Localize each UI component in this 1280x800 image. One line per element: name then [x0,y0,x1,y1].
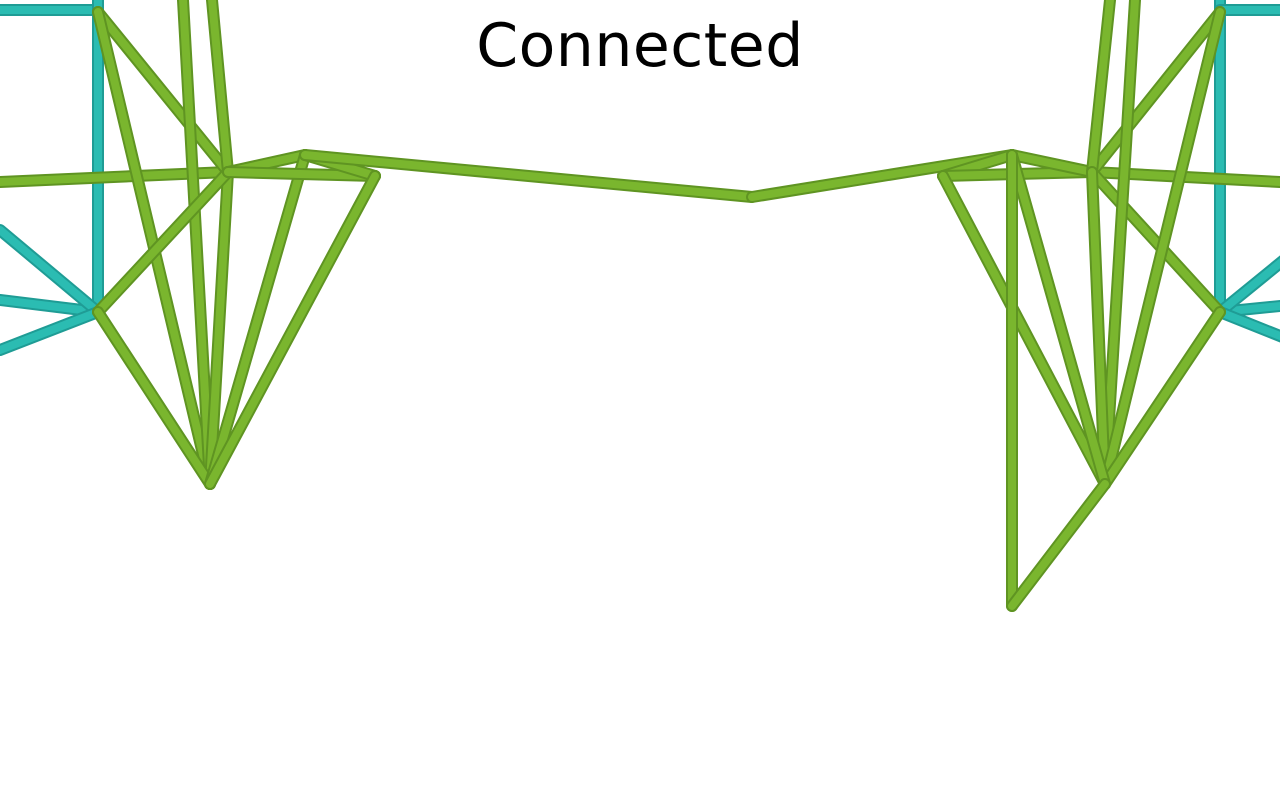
green-beam-7 [94,168,232,316]
green-beam-2 [94,8,232,176]
green-truss-group [0,0,1280,612]
green-beam-5 [208,0,232,176]
green-beam-25 [1101,8,1224,488]
teal-beam-3 [0,296,102,316]
green-beam-10 [206,151,309,488]
teal-beam-10 [1216,308,1280,341]
green-beam-30 [1008,480,1109,610]
green-beam-21 [1088,168,1224,316]
green-beam-6 [206,168,232,488]
status-title: Connected [476,11,804,81]
green-beam-20 [1088,8,1224,176]
green-beam-26 [1101,308,1224,488]
teal-truss-group [0,0,1280,356]
teal-beam-4 [0,226,102,316]
green-beam-24 [1088,168,1109,488]
green-beam-11 [224,168,379,180]
green-beam-23 [1101,0,1139,488]
green-beam-22 [1088,0,1114,176]
green-beam-27 [939,172,1109,488]
green-beam-14 [301,151,756,201]
green-beam-8 [94,308,214,488]
green-beam-28 [1008,151,1109,488]
teal-beam-9 [1216,257,1280,316]
green-beam-13 [206,172,379,488]
green-beam-18 [1008,151,1096,176]
teal-beam-5 [0,308,102,354]
green-beam-4 [179,0,214,488]
